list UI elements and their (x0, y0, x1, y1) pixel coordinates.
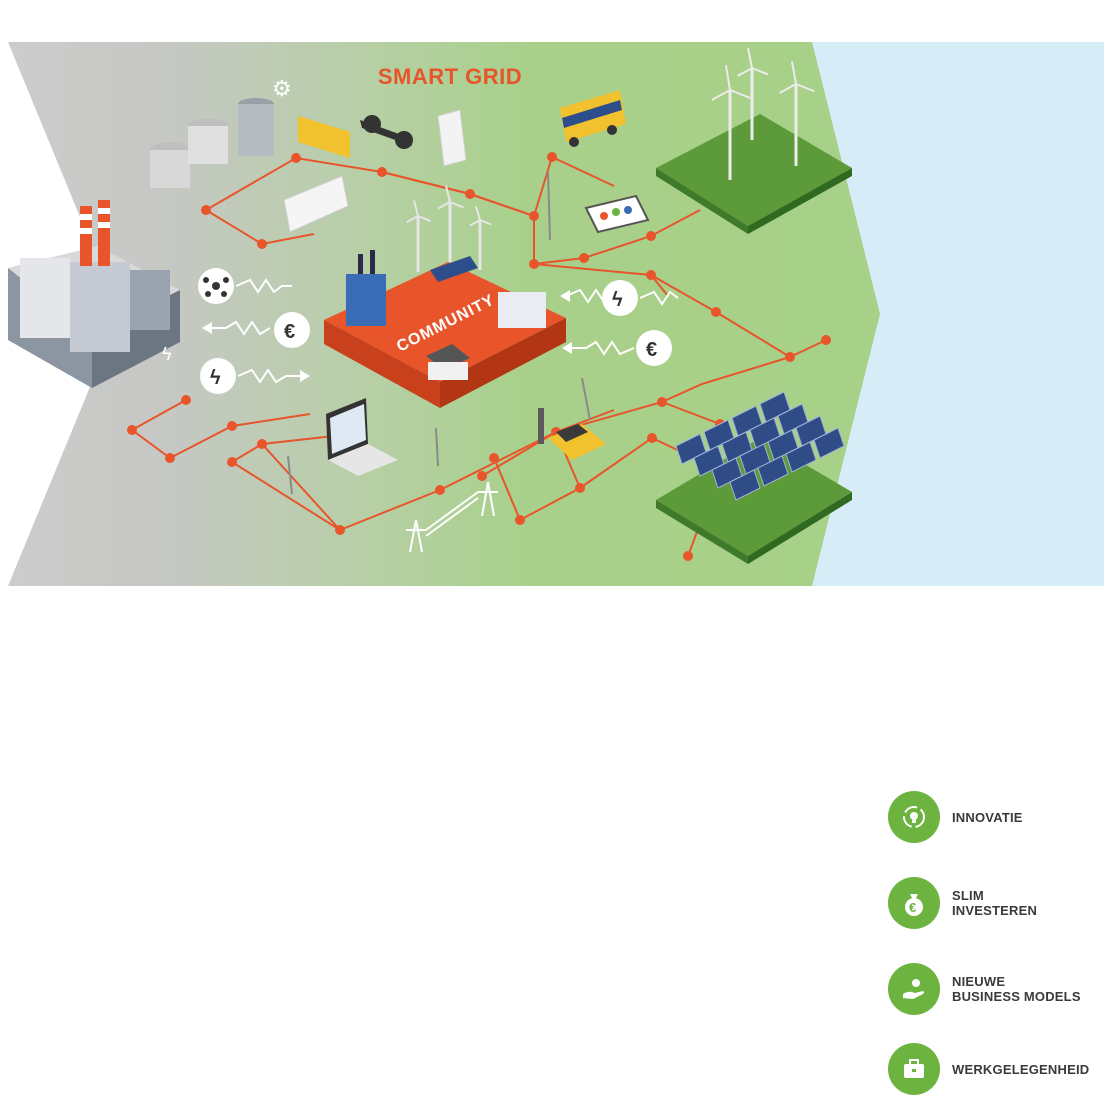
svg-text:€: € (646, 339, 657, 361)
legend-item-werkgelegenheid: WERKGELEGENHEID (888, 1043, 1089, 1095)
solar-panels (675, 391, 845, 501)
power-pylons (406, 481, 498, 553)
svg-text:€: € (284, 321, 295, 343)
laptop (326, 398, 398, 476)
gear-icon: ⚙ (272, 76, 292, 101)
money-bag-euro-icon: € (888, 877, 940, 929)
factory (8, 200, 180, 388)
street-lamps (287, 171, 591, 495)
pipeline (360, 115, 413, 149)
lightning-icon (602, 280, 638, 316)
lightning-icon (200, 358, 236, 394)
storage-silos (150, 98, 274, 188)
gate (298, 116, 350, 158)
page-title: SMART GRID (377, 64, 523, 89)
legend-label: INVESTEREN (952, 903, 1038, 918)
battery-cabinet (437, 109, 467, 167)
wind-farm (656, 114, 852, 234)
bus (560, 90, 626, 147)
legend-label: NIEUWE (952, 974, 1006, 989)
right-flow-symbols: ϟ € (560, 280, 679, 366)
smart-grid-diagram: ⚙ (8, 42, 1104, 1095)
community-block (324, 250, 566, 408)
briefcase-icon (888, 1043, 940, 1095)
legend-label: SLIM (952, 888, 984, 903)
solar-farm (656, 438, 852, 564)
legend-label: INNOVATIE (952, 809, 1023, 825)
community-wind-turbines (406, 185, 492, 272)
lightning-icon: ϟ (162, 344, 172, 364)
svg-text:ϟ: ϟ (612, 289, 623, 311)
legend-label: WERKGELEGENHEID (952, 1061, 1090, 1077)
svg-text:€: € (909, 900, 916, 915)
left-flow-symbols: € ϟ (198, 268, 310, 394)
air-conditioner (283, 175, 349, 233)
euro-icon (274, 312, 310, 348)
legend-item-innovatie: INNOVATIE (888, 791, 1023, 843)
svg-text:ϟ: ϟ (210, 367, 221, 389)
euro-icon (636, 330, 672, 366)
innovation-cycle-icon (888, 791, 940, 843)
hand-plant-coin-icon (888, 963, 940, 1015)
legend-label: BUSINESS MODELS (952, 989, 1081, 1004)
smartphone (584, 194, 650, 234)
wind-turbines (711, 48, 815, 180)
scene: ⚙ (8, 42, 1104, 586)
electric-car (538, 408, 606, 460)
